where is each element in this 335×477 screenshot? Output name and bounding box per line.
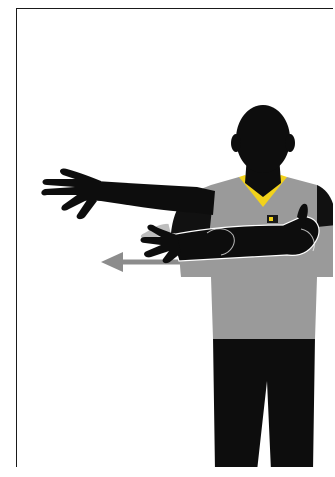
illustration-frame (16, 8, 333, 467)
extended-arm (41, 168, 215, 219)
badge-icon (267, 215, 278, 223)
legs (213, 337, 315, 467)
referee-signal-illustration (16, 8, 333, 467)
